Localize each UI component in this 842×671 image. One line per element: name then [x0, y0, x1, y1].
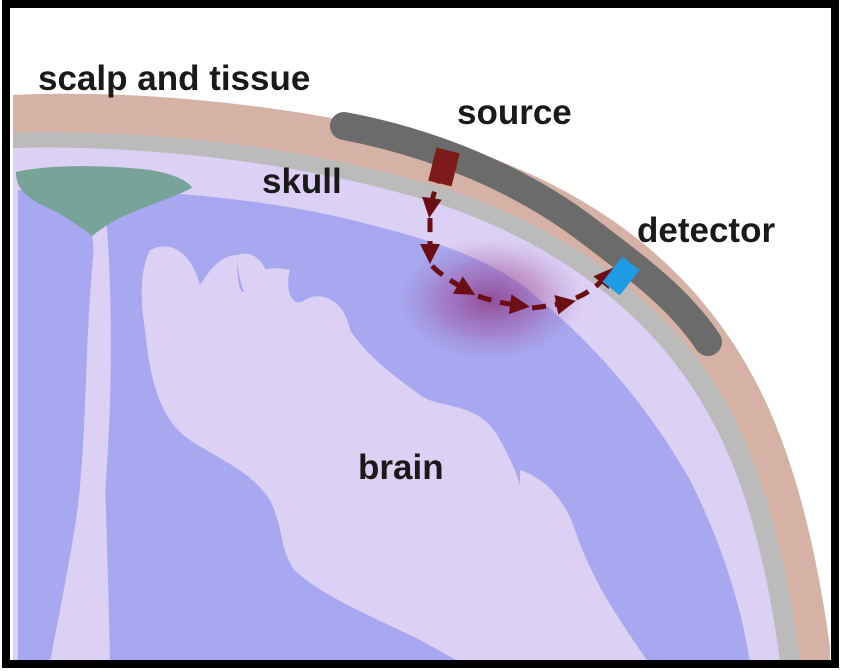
- label-source: source: [457, 93, 572, 132]
- label-skull: skull: [262, 162, 342, 201]
- label-brain: brain: [358, 448, 444, 487]
- label-scalp: scalp and tissue: [38, 59, 310, 98]
- label-detector: detector: [637, 211, 775, 250]
